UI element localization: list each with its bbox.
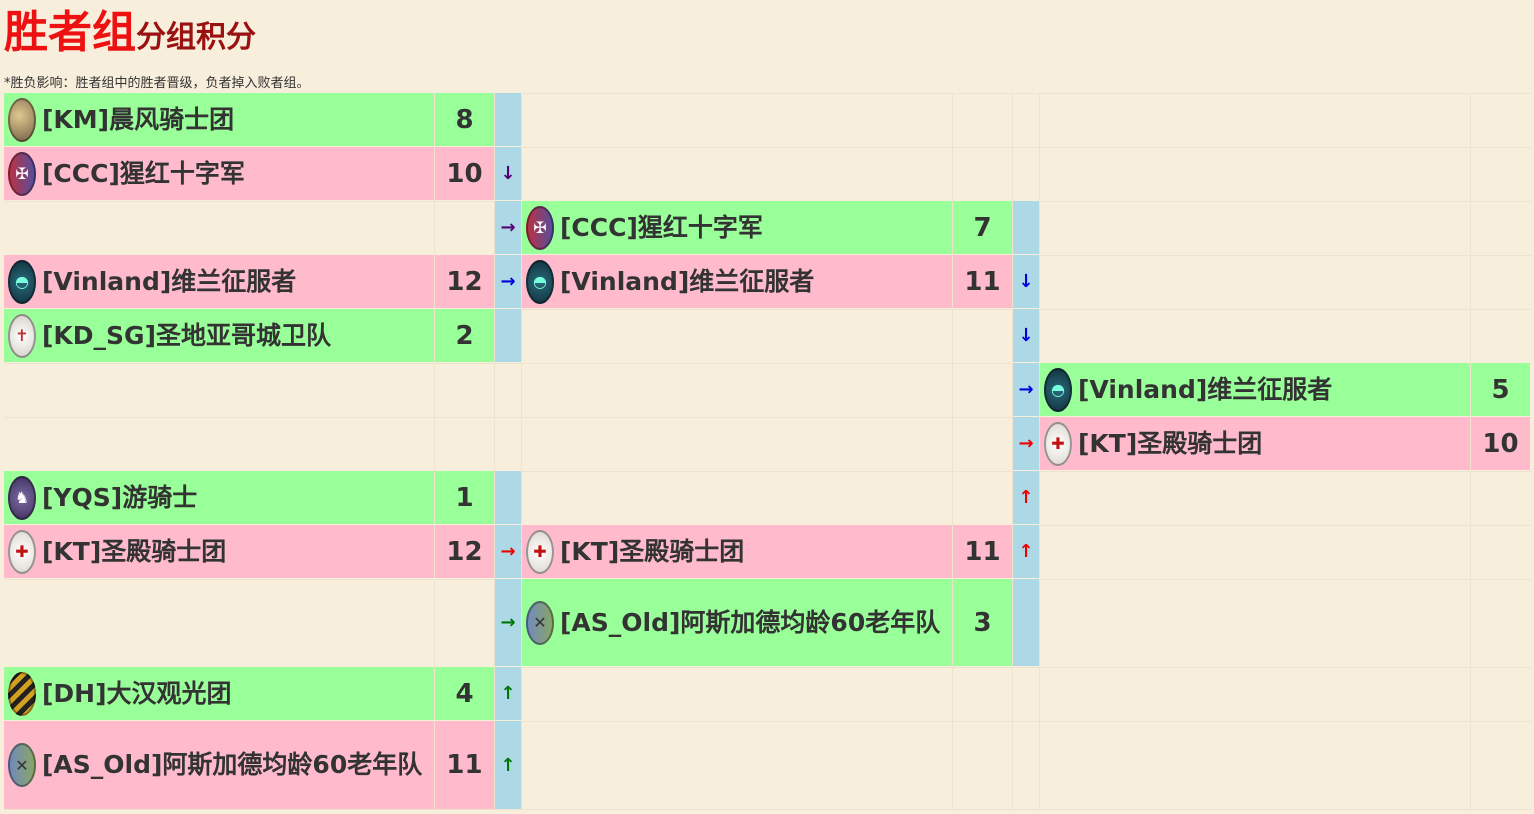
page-title: 胜者组分组积分: [4, 2, 256, 64]
crossbow-shield-icon: ✕: [8, 743, 36, 787]
team-cell[interactable]: ✠[CCC]猩红十字军: [4, 147, 434, 200]
connector: [1013, 579, 1039, 666]
arrow-up-icon: ↑: [495, 721, 521, 809]
arrow-up-icon: ↑: [1013, 471, 1039, 524]
arrow-right-icon: →: [1013, 417, 1039, 470]
rules-note: *胜负影响：胜者组中的胜者晋级，负者掉入败者组。: [4, 76, 310, 91]
templar-cross-shield-icon: ✚: [1044, 421, 1072, 466]
team-score: 7: [953, 201, 1012, 254]
team-score: 11: [435, 721, 494, 809]
team-name: [KM]晨风骑士团: [42, 104, 235, 134]
team-name: [AS_Old]阿斯加德均龄60老年队: [560, 607, 941, 637]
eagle-shield-icon: ✠: [8, 151, 36, 196]
team-cell[interactable]: ✝[KD_SG]圣地亚哥城卫队: [4, 309, 434, 362]
team-name: [KT]圣殿骑士团: [42, 536, 227, 566]
crossbow-shield-icon: ✕: [526, 600, 554, 645]
templar-cross-shield-icon: ✚: [8, 529, 36, 574]
arrow-down-icon: ↓: [1013, 309, 1039, 362]
team-name: [CCC]猩红十字军: [560, 212, 763, 242]
team-cell[interactable]: [KM]晨风骑士团: [4, 93, 434, 146]
horse-shield-icon: ♞: [8, 475, 36, 520]
team-name: [KD_SG]圣地亚哥城卫队: [42, 320, 332, 350]
arrow-right-icon: →: [495, 255, 521, 308]
team-cell[interactable]: ✚[KT]圣殿骑士团: [522, 525, 952, 578]
km-shield-icon: [8, 97, 36, 142]
team-cell[interactable]: ✚[KT]圣殿骑士团: [4, 525, 434, 578]
connector: [495, 309, 521, 362]
team-name: [Vinland]维兰征服者: [42, 266, 297, 296]
team-score: 5: [1471, 363, 1530, 416]
team-cell[interactable]: ✚[KT]圣殿骑士团: [1040, 417, 1470, 470]
team-cell[interactable]: ◓[Vinland]维兰征服者: [522, 255, 952, 308]
team-score: 10: [435, 147, 494, 200]
connector: [495, 471, 521, 524]
templar-cross-shield-icon: ✚: [526, 529, 554, 574]
team-name: [AS_Old]阿斯加德均龄60老年队: [42, 750, 423, 779]
team-cell[interactable]: ◓[Vinland]维兰征服者: [1040, 363, 1470, 416]
arrow-up-icon: ↑: [1013, 525, 1039, 578]
team-name: [Vinland]维兰征服者: [1078, 374, 1333, 404]
team-score: 12: [435, 525, 494, 578]
connector: [1013, 201, 1039, 254]
team-cell[interactable]: ✠[CCC]猩红十字军: [522, 201, 952, 254]
team-name: [DH]大汉观光团: [42, 678, 232, 708]
title-sub: 分组积分: [136, 20, 256, 55]
santiago-cross-shield-icon: ✝: [8, 313, 36, 358]
title-main: 胜者组: [4, 7, 136, 58]
team-cell[interactable]: [DH]大汉观光团: [4, 667, 434, 720]
team-cell[interactable]: ♞[YQS]游骑士: [4, 471, 434, 524]
team-name: [YQS]游骑士: [42, 482, 198, 512]
team-name: [Vinland]维兰征服者: [560, 266, 815, 296]
arrow-right-icon: →: [1013, 363, 1039, 416]
eagle-shield-icon: ✠: [526, 205, 554, 250]
arrow-right-icon: →: [495, 201, 521, 254]
team-score: 3: [953, 579, 1012, 666]
connector: [495, 93, 521, 146]
striped-shield-icon: [8, 671, 36, 716]
arrow-right-icon: →: [495, 525, 521, 578]
arrow-down-icon: ↓: [1013, 255, 1039, 308]
team-cell[interactable]: ◓[Vinland]维兰征服者: [4, 255, 434, 308]
arrow-down-icon: ↓: [495, 147, 521, 200]
team-score: 4: [435, 667, 494, 720]
team-score: 11: [953, 255, 1012, 308]
team-score: 1: [435, 471, 494, 524]
helmet-shield-icon: ◓: [8, 259, 36, 304]
arrow-right-icon: →: [495, 579, 521, 666]
team-cell[interactable]: ✕[AS_Old]阿斯加德均龄60老年队: [522, 579, 952, 666]
arrow-up-icon: ↑: [495, 667, 521, 720]
team-cell[interactable]: ✕[AS_Old]阿斯加德均龄60老年队: [4, 721, 434, 809]
team-score: 11: [953, 525, 1012, 578]
team-score: 2: [435, 309, 494, 362]
helmet-shield-icon: ◓: [1044, 367, 1072, 412]
team-score: 8: [435, 93, 494, 146]
team-name: [KT]圣殿骑士团: [560, 536, 745, 566]
team-name: [KT]圣殿骑士团: [1078, 428, 1263, 458]
team-score: 12: [435, 255, 494, 308]
team-score: 10: [1471, 417, 1530, 470]
helmet-shield-icon: ◓: [526, 259, 554, 304]
team-name: [CCC]猩红十字军: [42, 158, 245, 188]
